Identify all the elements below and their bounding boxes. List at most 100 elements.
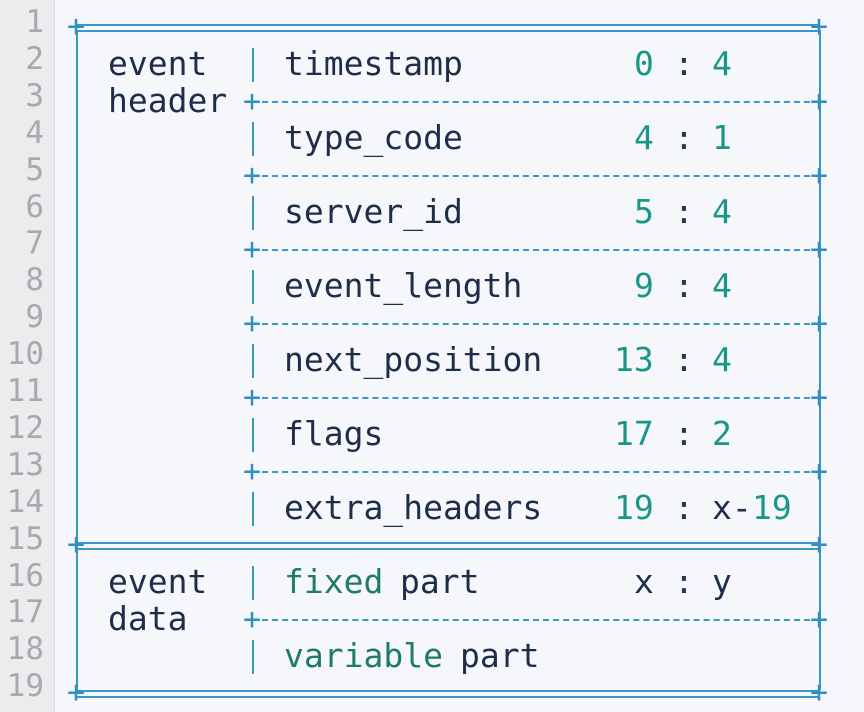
field-sep: : <box>674 266 694 305</box>
field-size: 2 <box>712 414 732 453</box>
line-number: 2 <box>25 40 44 77</box>
corner-plus: + <box>810 84 829 119</box>
column-separator <box>252 48 254 82</box>
column-separator <box>252 492 254 526</box>
table-top-border <box>76 24 820 32</box>
column-separator <box>252 270 254 304</box>
field-sep: : <box>674 118 694 157</box>
line-number: 15 <box>6 520 44 557</box>
field-offset: 9 <box>634 266 654 305</box>
field-keyword: variable <box>284 636 443 675</box>
field-size: 4 <box>712 266 732 305</box>
corner-plus: + <box>243 454 262 489</box>
field-name: part <box>400 562 480 601</box>
field-name: part <box>460 636 540 675</box>
column-separator <box>252 122 254 156</box>
field-size: 4 <box>712 192 732 231</box>
line-number: 5 <box>25 151 44 188</box>
field-offset: 4 <box>634 118 654 157</box>
column-separator <box>252 566 254 600</box>
corner-plus: + <box>810 602 829 637</box>
corner-plus: + <box>67 675 86 710</box>
table-bottom-border <box>76 690 820 698</box>
section-divider <box>76 542 820 550</box>
line-number: 18 <box>6 631 44 668</box>
line-number: 8 <box>25 262 44 299</box>
section-label-line: header <box>108 81 228 120</box>
corner-plus: + <box>243 602 262 637</box>
corner-plus: + <box>243 306 262 341</box>
field-sep: : <box>674 488 694 527</box>
column-separator <box>252 196 254 230</box>
line-number: 4 <box>25 114 44 151</box>
line-number: 10 <box>6 336 44 373</box>
row-divider <box>252 397 820 399</box>
right-border <box>819 30 821 690</box>
field-name: type_code <box>284 118 463 157</box>
field-name: server_id <box>284 192 463 231</box>
field-size: y <box>712 562 732 601</box>
line-number: 3 <box>25 77 44 114</box>
corner-plus: + <box>243 84 262 119</box>
left-border <box>76 30 78 690</box>
column-separator <box>252 418 254 452</box>
row-divider <box>252 249 820 251</box>
corner-plus: + <box>243 232 262 267</box>
corner-plus: + <box>810 527 829 562</box>
line-number: 16 <box>6 557 44 594</box>
field-name: timestamp <box>284 44 463 83</box>
field-offset: x <box>634 562 654 601</box>
field-name: next_position <box>284 340 543 379</box>
field-sep: : <box>674 414 694 453</box>
field-size: 4 <box>712 44 732 83</box>
row-divider <box>252 471 820 473</box>
corner-plus: + <box>67 527 86 562</box>
field-size: 4 <box>712 340 732 379</box>
field-sep: : <box>674 340 694 379</box>
corner-plus: + <box>810 9 829 44</box>
line-number: 9 <box>25 299 44 336</box>
field-name: extra_headers <box>284 488 543 527</box>
column-separator <box>252 344 254 378</box>
corner-plus: + <box>810 158 829 193</box>
row-divider <box>252 175 820 177</box>
field-offset: 5 <box>634 192 654 231</box>
section-label-line: event <box>108 562 208 601</box>
field-offset: 0 <box>634 44 654 83</box>
field-size-prefix: x- <box>712 488 752 527</box>
corner-plus: + <box>810 232 829 267</box>
corner-plus: + <box>243 158 262 193</box>
corner-plus: + <box>67 9 86 44</box>
field-name: flags <box>284 414 384 453</box>
line-number: 17 <box>6 594 44 631</box>
line-number: 7 <box>25 225 44 262</box>
column-separator <box>252 640 254 674</box>
row-divider <box>252 101 820 103</box>
field-sep: : <box>674 192 694 231</box>
line-number: 19 <box>6 668 44 705</box>
field-size: 1 <box>712 118 732 157</box>
row-divider <box>252 323 820 325</box>
line-number: 14 <box>6 483 44 520</box>
line-number: 13 <box>6 446 44 483</box>
field-offset: 13 <box>614 340 654 379</box>
field-sep: : <box>674 562 694 601</box>
line-number: 1 <box>25 4 44 40</box>
field-name: event_length <box>284 266 523 305</box>
corner-plus: + <box>243 380 262 415</box>
corner-plus: + <box>810 306 829 341</box>
line-number: 11 <box>6 373 44 409</box>
corner-plus: + <box>810 675 829 710</box>
section-label-line: data <box>108 599 188 638</box>
field-size: 19 <box>752 488 792 527</box>
corner-plus: + <box>810 454 829 489</box>
field-offset: 19 <box>614 488 654 527</box>
line-number: 12 <box>6 409 44 446</box>
row-divider <box>252 619 820 621</box>
corner-plus: + <box>810 380 829 415</box>
field-sep: : <box>674 44 694 83</box>
line-number: 6 <box>25 188 44 225</box>
